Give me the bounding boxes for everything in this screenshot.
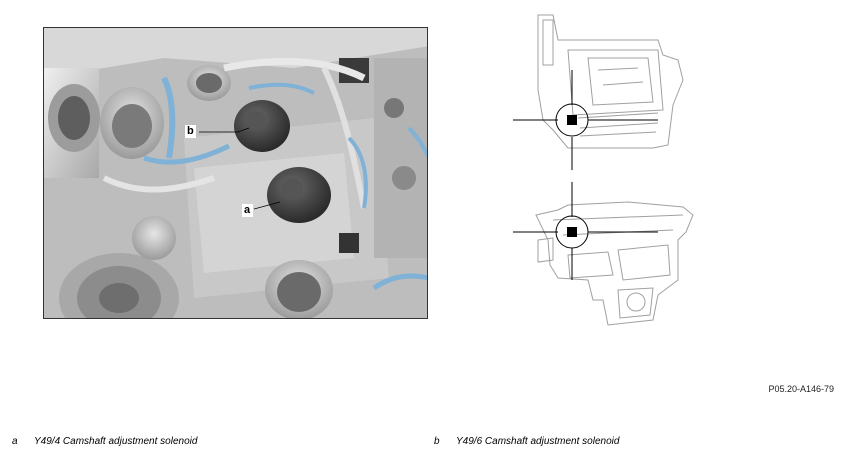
figure-id: P05.20-A146-79	[768, 384, 834, 394]
legend-text-b: Y49/6 Camshaft adjustment solenoid	[456, 436, 620, 447]
engine-locator-illustration	[513, 14, 694, 326]
engine-photo: b a	[43, 27, 428, 319]
legend-letter-a: a	[12, 436, 18, 447]
legend-letter-b: b	[434, 436, 440, 447]
callout-b: b	[187, 125, 194, 137]
locator-diagram	[508, 10, 708, 330]
engine-illustration	[44, 28, 427, 318]
callout-a: a	[244, 204, 251, 216]
legend-text-a: Y49/4 Camshaft adjustment solenoid	[34, 436, 198, 447]
